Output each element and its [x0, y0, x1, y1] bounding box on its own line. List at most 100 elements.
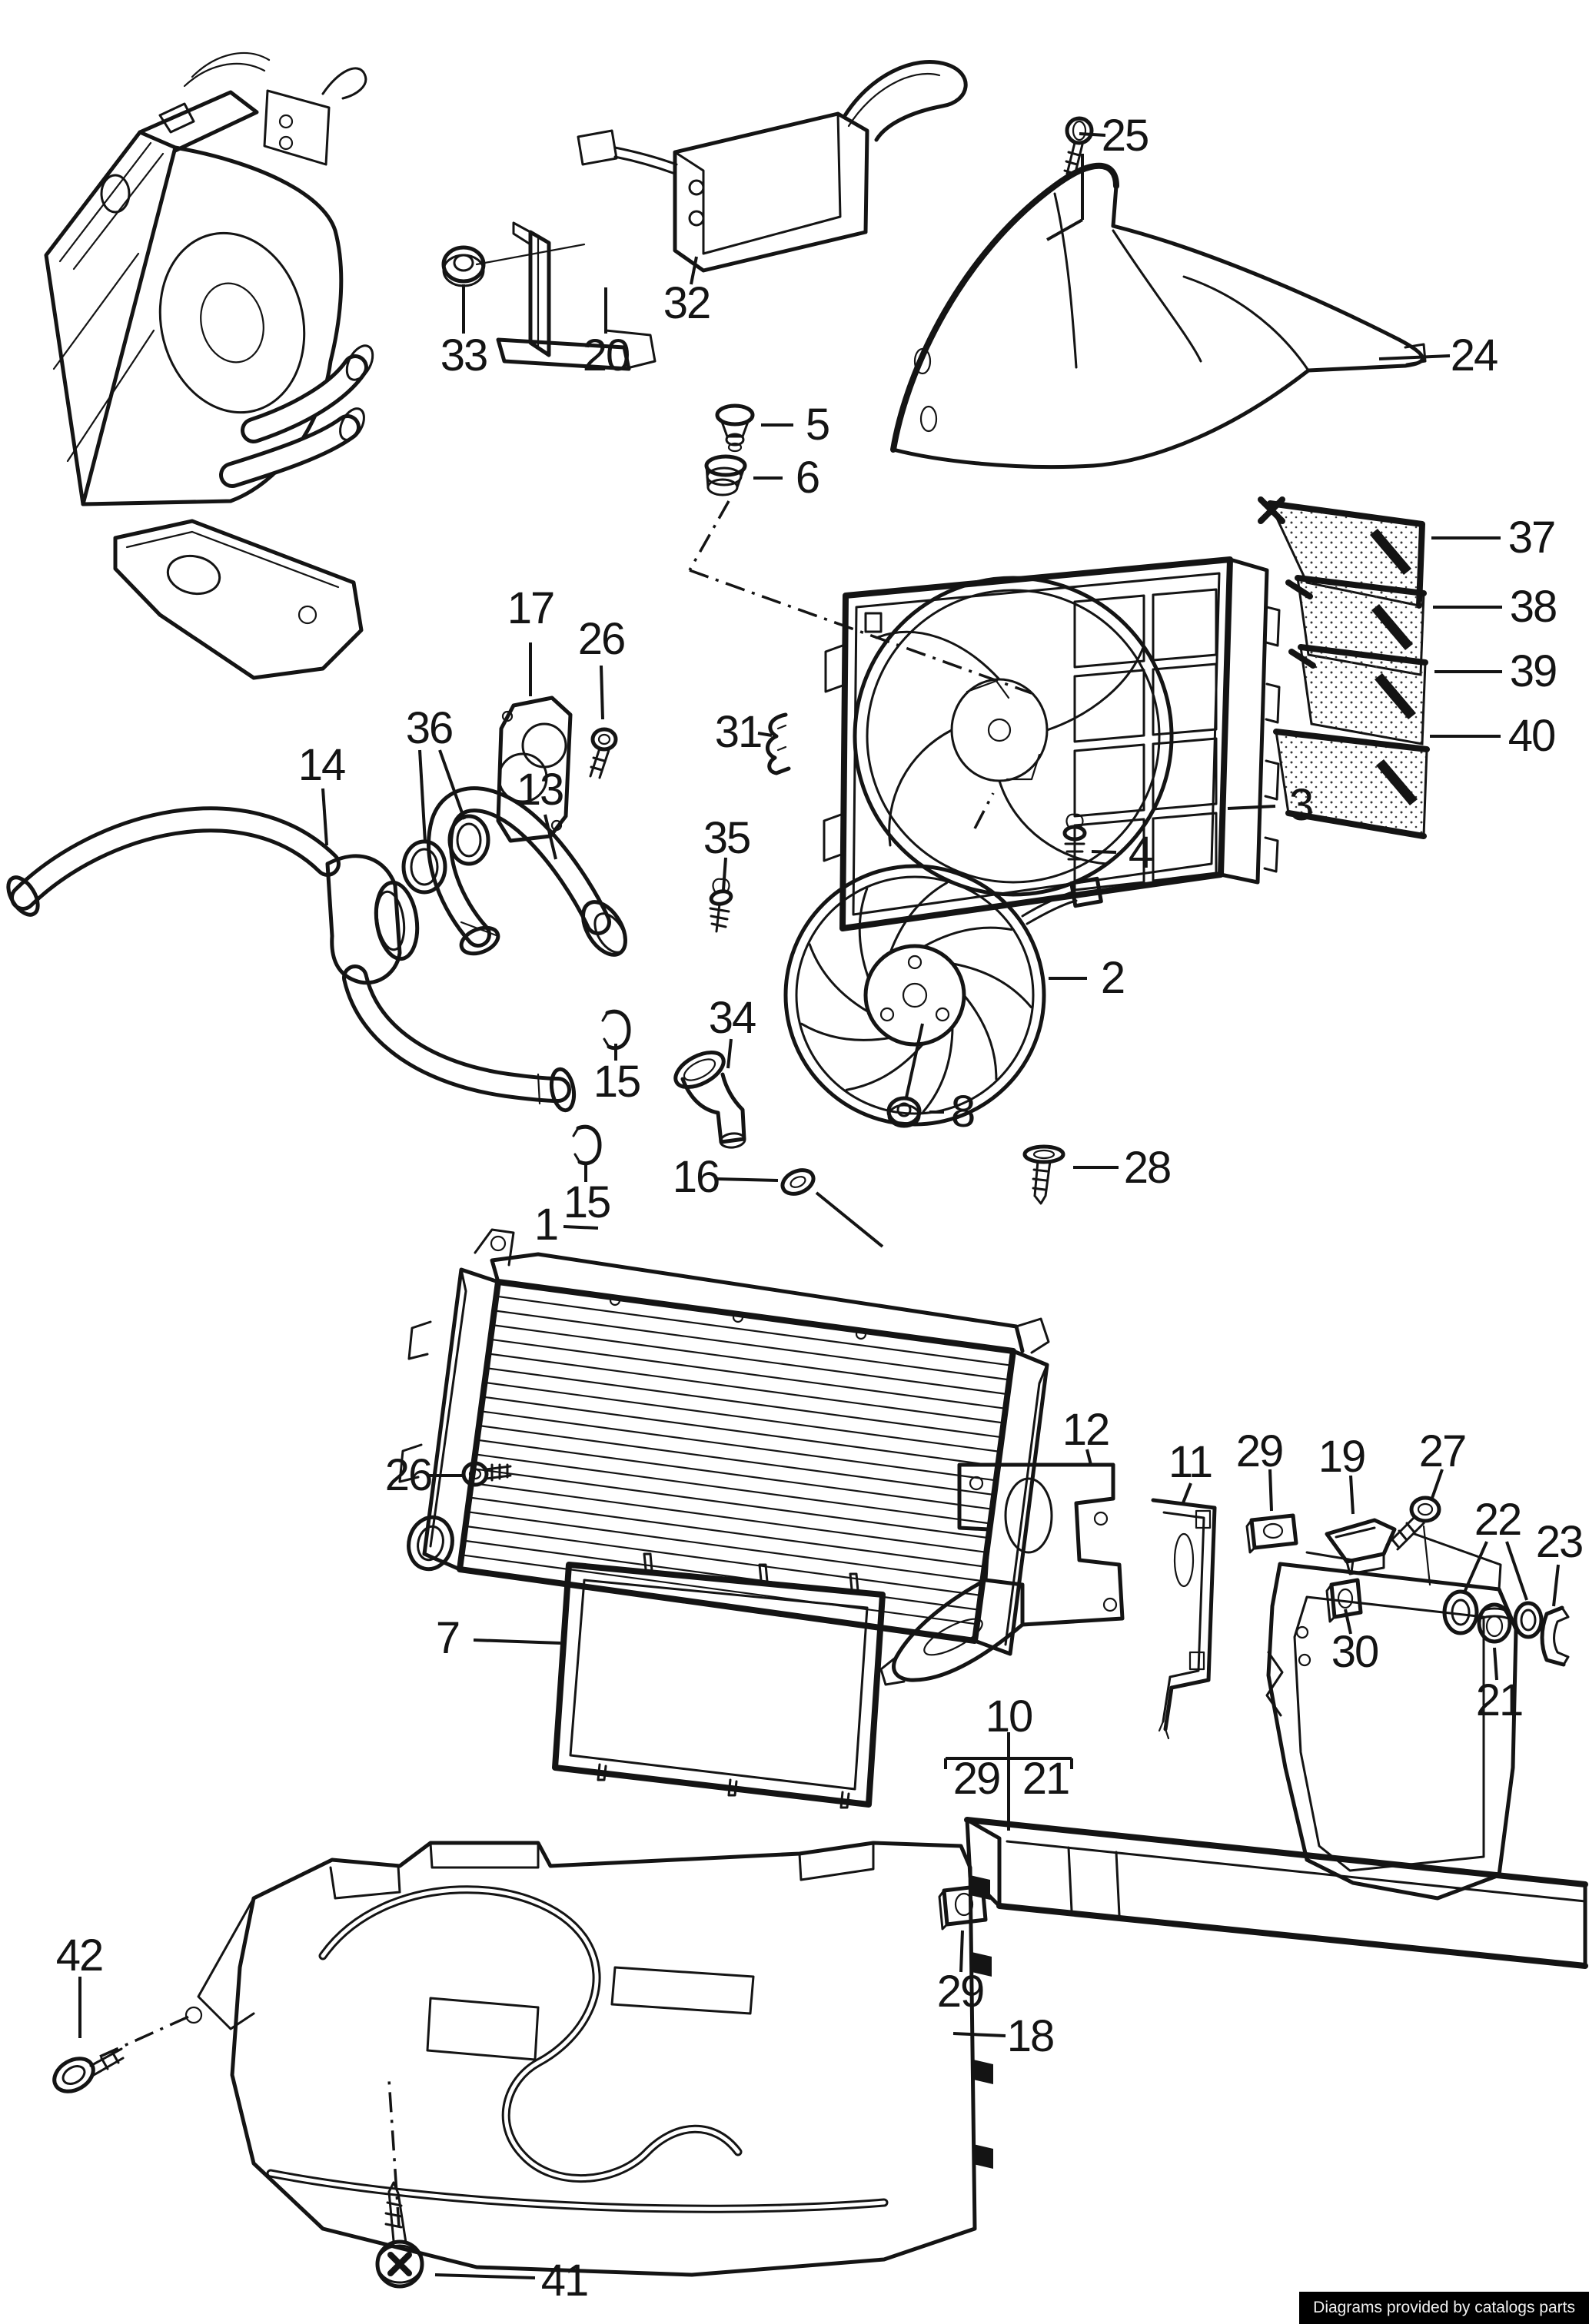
- clip-35: [709, 878, 733, 933]
- leader-line: [99, 2014, 193, 2058]
- callout-30: 30: [1331, 1627, 1379, 1677]
- clip-30: [1325, 1578, 1363, 1623]
- clipnut-29-a: [1245, 1513, 1298, 1554]
- leader-line: [563, 1225, 599, 1230]
- grommet-16: [780, 1168, 816, 1196]
- baffle-frame-7: [552, 1552, 886, 1809]
- fan-blade: [951, 962, 1032, 1008]
- callout-8: 8: [950, 1087, 976, 1137]
- bracket-19: [1325, 1518, 1397, 1575]
- lower-shroud-18: [184, 1841, 993, 2277]
- callout-15: 15: [563, 1177, 611, 1227]
- air-guide-panel-24: [890, 162, 1427, 470]
- callout-25: 25: [1101, 111, 1149, 161]
- leader-line: [418, 749, 427, 843]
- assembly-overview-drawing: [44, 51, 374, 680]
- leader-line: [1430, 1469, 1444, 1501]
- fan-blade: [962, 994, 998, 1081]
- callout-42: 42: [55, 1931, 104, 1980]
- callout-32: 32: [663, 278, 711, 328]
- radiator-1: [398, 1228, 1050, 1656]
- callout-7: 7: [435, 1613, 460, 1663]
- leader-line: [757, 732, 773, 737]
- leader-line: [688, 500, 730, 571]
- callout-26: 26: [384, 1450, 433, 1500]
- screw-25: [1063, 116, 1094, 177]
- leader-line: [726, 1038, 733, 1069]
- callout-16: 16: [672, 1152, 720, 1202]
- callout-31: 31: [714, 707, 763, 757]
- callout-12: 12: [1062, 1405, 1110, 1455]
- leader-line: [1079, 132, 1106, 137]
- fan-blade: [808, 943, 870, 1014]
- fan-blade: [800, 1022, 892, 1041]
- leader-line: [722, 857, 727, 891]
- hose-clamp-15-b: [572, 1124, 602, 1166]
- leader-line: [1046, 218, 1083, 241]
- callout-6: 6: [795, 453, 820, 503]
- callout-34: 34: [708, 993, 756, 1043]
- leader-line: [1505, 1541, 1528, 1601]
- pushpin-5: [715, 403, 755, 453]
- leader-line: [815, 1191, 884, 1248]
- radiator-fins: [460, 1295, 1012, 1625]
- callout-11: 11: [1168, 1437, 1213, 1487]
- bolt-26-top: [589, 727, 618, 779]
- leader-lines: [78, 132, 1560, 2279]
- bushing-21: [1477, 1602, 1512, 1644]
- fan-blade: [889, 881, 948, 954]
- fan-shroud-3: [823, 556, 1281, 931]
- callout-27: 27: [1418, 1426, 1467, 1476]
- callout-29: 29: [1235, 1426, 1284, 1476]
- foam-strips-37-40: [1258, 496, 1430, 839]
- callout-40: 40: [1508, 711, 1556, 761]
- callout-37: 37: [1508, 513, 1556, 563]
- lower-duct-10: [964, 1817, 1588, 1969]
- leader-line: [1493, 1647, 1498, 1681]
- fan-blade: [922, 926, 1013, 948]
- leader-line: [716, 1177, 779, 1182]
- leader-line: [544, 814, 557, 860]
- lower-hose-13: [427, 786, 627, 957]
- callout-17: 17: [507, 583, 555, 633]
- callout-38: 38: [1509, 582, 1557, 632]
- callout-2: 2: [1100, 953, 1125, 1003]
- callout-10: 10: [985, 1692, 1033, 1741]
- callout-13: 13: [516, 765, 564, 815]
- callout-14: 14: [298, 740, 346, 790]
- upper-hose-14: [6, 806, 577, 1113]
- bolt-27: [1385, 1496, 1441, 1551]
- leader-line: [473, 1638, 561, 1645]
- leader-line: [600, 665, 604, 720]
- pushclip-42: [52, 2047, 125, 2093]
- clip-23: [1540, 1605, 1570, 1667]
- callout-19: 19: [1318, 1432, 1366, 1482]
- fan-blade: [922, 1025, 954, 1114]
- callout-29: 29: [936, 1967, 985, 2017]
- watermark-bar: Diagrams provided by catalogs parts: [1299, 2292, 1589, 2324]
- callout-15: 15: [593, 1057, 641, 1107]
- callout-18: 18: [1006, 2011, 1055, 2061]
- callout-29: 29: [952, 1754, 1001, 1804]
- leader-line: [387, 2079, 401, 2228]
- callout-23: 23: [1535, 1517, 1584, 1567]
- leader-line: [905, 1023, 924, 1098]
- hose-clamp-15-a: [601, 1009, 631, 1051]
- callout-3: 3: [1288, 780, 1314, 830]
- callout-33: 33: [440, 330, 488, 380]
- cooling-fan-2: [783, 864, 1103, 1127]
- callout-20: 20: [582, 330, 630, 380]
- fan-blade: [858, 887, 870, 980]
- leader-line: [959, 1930, 964, 1973]
- watermark-text: Diagrams provided by catalogs parts: [1313, 2299, 1575, 2316]
- leader-line: [438, 749, 466, 820]
- elbow-pipe-34: [673, 1050, 746, 1149]
- leader-line: [321, 788, 328, 846]
- control-module-32: [577, 60, 968, 273]
- leader-line: [1349, 1475, 1355, 1515]
- leader-line: [1181, 1482, 1192, 1506]
- callout-21: 21: [1475, 1675, 1524, 1725]
- callout-1: 1: [534, 1200, 559, 1250]
